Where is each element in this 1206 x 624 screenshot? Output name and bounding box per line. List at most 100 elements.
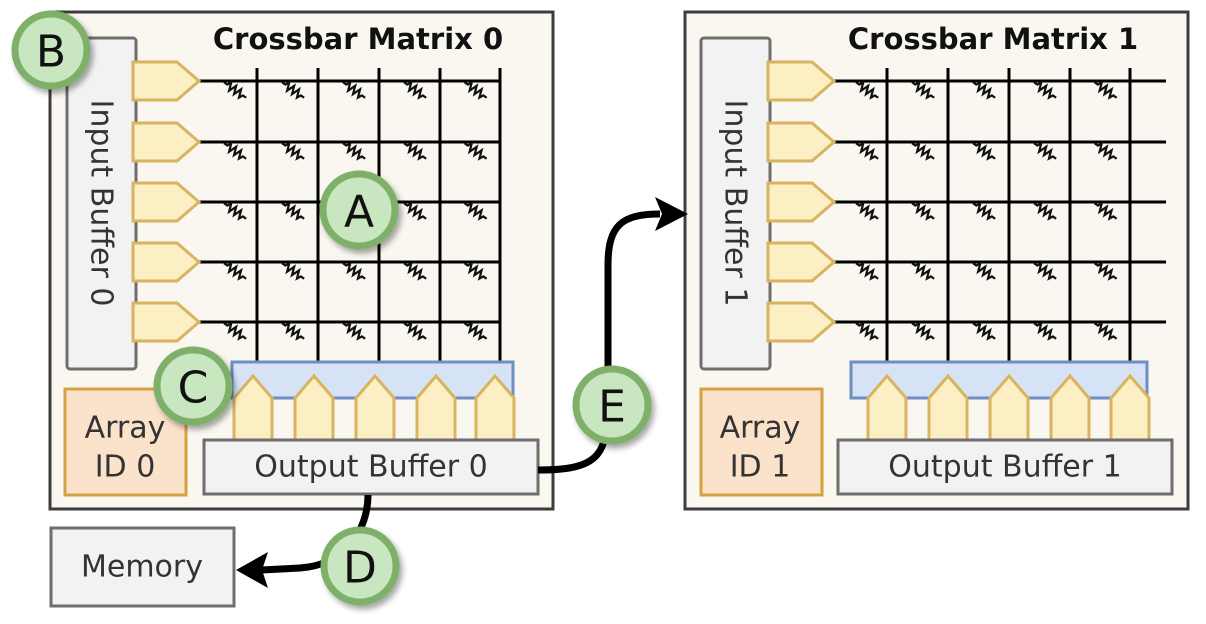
input-driver-icon <box>766 301 837 343</box>
memristor-cell-icon <box>403 201 427 221</box>
memristor-cell-icon <box>403 80 427 100</box>
memristor-cell-icon <box>223 261 247 281</box>
memristor-cell-icon <box>342 80 366 100</box>
input-drivers-0 <box>131 60 202 343</box>
memristor-cell-icon <box>281 141 305 161</box>
memristor-cell-icon <box>223 80 247 100</box>
memristor-cell-icon <box>855 261 879 281</box>
arrow-head-memory <box>236 552 268 588</box>
output-drivers-0 <box>232 373 516 452</box>
arrow-head-matrix-1 <box>655 197 688 231</box>
crossbar-grid-1 <box>830 68 1166 362</box>
memristor-cell-icon <box>281 321 305 341</box>
memristor-cell-icon <box>403 141 427 161</box>
memristor-cell-icon <box>463 80 488 100</box>
input-driver-icon <box>131 301 202 343</box>
badge-b-circle <box>11 10 91 90</box>
memristor-cell-icon <box>1033 321 1057 341</box>
output-buffer-0-label: Output Buffer 0 <box>254 450 487 485</box>
memristor-cell-icon <box>463 321 488 341</box>
badge-e-label: E <box>598 382 626 433</box>
memristor-cell-icon <box>223 201 247 221</box>
output-buffer-1 <box>836 438 1174 496</box>
memristor-cell-icon <box>1093 201 1118 221</box>
memristor-cell-icon <box>1093 261 1118 281</box>
memristor-cell-icon <box>972 321 996 341</box>
input-drivers-1 <box>766 60 837 343</box>
input-driver-icon <box>131 241 202 283</box>
memristor-cell-icon <box>463 261 488 281</box>
memristor-cell-icon <box>1033 201 1057 221</box>
memristor-cell-icon <box>855 321 879 341</box>
memristor-cell-icon <box>1093 80 1118 100</box>
memristor-cell-icon <box>855 141 879 161</box>
badge-c-label: C <box>178 363 209 414</box>
memristor-cell-icon <box>972 261 996 281</box>
crossbar-matrix-0: Crossbar Matrix 0 Input Buffer 0 Output … <box>48 10 555 511</box>
memristor-cell-icon <box>281 80 305 100</box>
badge-d-label: D <box>343 543 377 594</box>
memristor-cell-icon <box>972 80 996 100</box>
memory-label: Memory <box>81 550 203 585</box>
memristor-cell-icon <box>972 141 996 161</box>
matrix-0-title: Crossbar Matrix 0 <box>213 22 503 56</box>
memory-box <box>49 526 236 608</box>
input-driver-icon <box>766 241 837 283</box>
memristor-cell-icon <box>855 201 879 221</box>
memristor-cell-icon <box>463 141 488 161</box>
memristor-cell-icon <box>403 321 427 341</box>
memristor-cell-icon <box>223 321 247 341</box>
memristor-cell-icon <box>1033 141 1057 161</box>
memristor-cell-icon <box>281 261 305 281</box>
memristor-cell-icon <box>911 141 935 161</box>
array-id-1-line1: Array <box>720 411 801 446</box>
input-driver-icon <box>766 181 837 223</box>
memristor-cell-icon <box>1093 321 1118 341</box>
memristor-cell-icon <box>911 261 935 281</box>
memristor-cell-icon <box>911 80 935 100</box>
crossbar-matrix-1: Crossbar Matrix 1 Input Buffer 1 Output … <box>683 10 1190 511</box>
input-driver-icon <box>766 60 837 102</box>
memory-block: Memory <box>49 526 236 608</box>
memristor-cell-icon <box>1093 141 1118 161</box>
crossbar-grid-0 <box>196 68 502 362</box>
badge-a-circle <box>319 170 399 250</box>
array-id-0-line1: Array <box>85 411 166 446</box>
badge-a-label: A <box>344 187 374 238</box>
badge-d: D <box>320 526 400 606</box>
input-driver-icon <box>766 121 837 163</box>
memristor-cell-icon <box>223 141 247 161</box>
output-buffer-1-label: Output Buffer 1 <box>888 450 1121 485</box>
input-driver-icon <box>131 181 202 223</box>
memristor-cell-icon <box>403 261 427 281</box>
badge-b-label: B <box>36 27 66 78</box>
badge-c-circle <box>153 346 233 426</box>
input-driver-icon <box>131 121 202 163</box>
input-buffer-0-label: Input Buffer 0 <box>84 100 119 307</box>
memristor-cell-icon <box>1033 261 1057 281</box>
memristor-cell-icon <box>855 80 879 100</box>
badge-a: A <box>319 170 399 250</box>
input-buffer-1-label: Input Buffer 1 <box>718 100 753 307</box>
memristor-cell-icon <box>972 201 996 221</box>
memristor-cell-icon <box>342 321 366 341</box>
memristor-cell-icon <box>911 201 935 221</box>
badge-d-circle <box>320 526 400 606</box>
badge-b: B <box>11 10 91 90</box>
output-drivers-1 <box>866 373 1151 452</box>
memristor-cell-icon <box>463 201 488 221</box>
array-id-1-box <box>699 387 824 497</box>
memristor-cell-icon <box>911 321 935 341</box>
memristor-cell-icon <box>342 141 366 161</box>
array-id-0-line2: ID 0 <box>95 450 156 485</box>
input-driver-icon <box>131 60 202 102</box>
badge-e-circle <box>572 365 652 445</box>
memristor-cell-icon <box>281 201 305 221</box>
array-id-1-line2: ID 1 <box>730 450 791 485</box>
memristor-cell-icon <box>1033 80 1057 100</box>
badge-c: C <box>153 346 233 426</box>
matrix-1-title: Crossbar Matrix 1 <box>848 22 1138 56</box>
memristor-cell-icon <box>342 261 366 281</box>
badge-e: E <box>572 365 652 445</box>
